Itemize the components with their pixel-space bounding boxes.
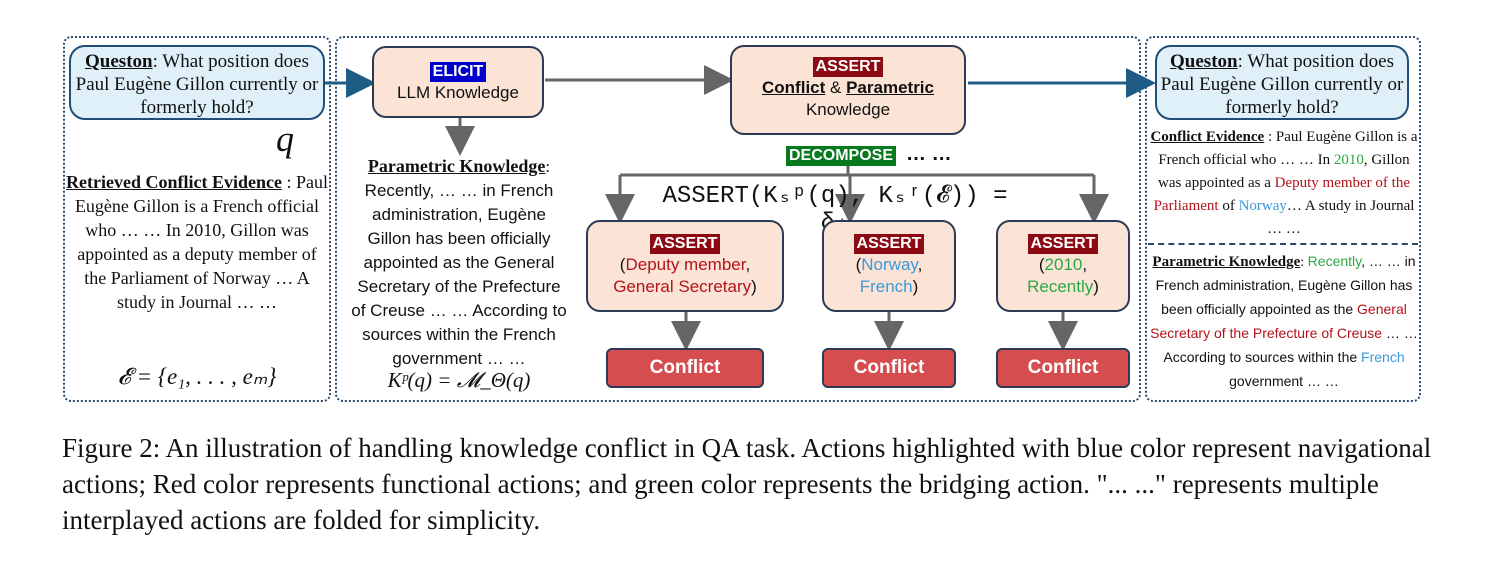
right-parametric-p0: : — [1300, 255, 1308, 270]
question-box-left: Queston: What position does Paul Eugène … — [69, 45, 325, 120]
assert-node-2-comma: , — [917, 255, 923, 274]
question-right-label: Queston — [1170, 51, 1238, 72]
assert-node-1-a: Deputy member — [625, 255, 746, 274]
assert-top-knowledge: Knowledge — [805, 100, 891, 119]
assert-node-1-close: ) — [751, 277, 757, 296]
evidence-formula: 𝓔 = {e₁, . . . , eₘ} — [117, 364, 277, 389]
retrieved-evidence: Retrieved Conflict Evidence : Paul Eugèn… — [66, 170, 328, 314]
decompose-dots: … … — [906, 143, 952, 165]
evidence-label: Retrieved Conflict Evidence — [66, 172, 282, 192]
right-evidence-2010: 2010 — [1333, 152, 1364, 168]
right-parametric-label: Parametric Knowledge — [1152, 254, 1301, 270]
q-symbol: q — [276, 119, 294, 159]
right-evidence-p2: , Gillon was appointed as a — [1157, 152, 1410, 191]
parametric-text: Recently, … … in French administration, … — [351, 181, 567, 368]
middle-panel — [335, 36, 1141, 402]
assert-node-2-close: ) — [912, 277, 919, 296]
assert-node-3: ASSERT (2010, Recently) — [996, 220, 1130, 312]
assert-node-2: ASSERT (Norway, French) — [822, 220, 956, 312]
right-evidence-p1: : Paul Eugène Gillon is a French officia… — [1158, 129, 1418, 168]
parametric-knowledge: Parametric Knowledge: Recently, … … in F… — [348, 154, 570, 371]
parametric-formula: Kᵖ(q) = 𝓜_Θ(q) — [387, 368, 531, 392]
question-right-text: : What position does Paul Eugène Gillon … — [1160, 51, 1404, 118]
assert-top-tag: ASSERT — [812, 57, 884, 77]
assert-node-3-tag: ASSERT — [1027, 234, 1099, 254]
question-box-right: Queston: What position does Paul Eugène … — [1155, 45, 1409, 120]
assert-node-3-close: ) — [1093, 277, 1099, 296]
assert-node-2-b: French — [859, 277, 913, 296]
parametric-sep: : — [545, 157, 551, 176]
right-parametric-p3: government … … — [1229, 373, 1339, 389]
right-parametric-p1: , … … in French administration, Eugène G… — [1155, 253, 1416, 317]
decompose-label: DECOMPOSE … … — [786, 143, 952, 166]
assert-node-2-a: Norway — [861, 255, 918, 274]
question-label: Queston — [85, 51, 153, 72]
assert-node-3-comma: , — [1082, 255, 1088, 274]
question-text: : What position does Paul Eugène Gillon … — [75, 51, 319, 118]
right-parametric-gensec: General Secretary of the Prefecture of C… — [1150, 301, 1407, 341]
conflict-box-3: Conflict — [996, 348, 1130, 388]
assert-node-1-open: ( — [619, 255, 626, 274]
assert-top-amp: & — [825, 78, 847, 97]
assert-node-1-b: General Secretary — [613, 277, 752, 296]
right-evidence-p3: of — [1218, 198, 1239, 214]
right-evidence-deputy: Deputy member of the Parliament — [1153, 175, 1410, 214]
left-panel — [63, 36, 331, 402]
assert-node-1-comma: , — [745, 255, 751, 274]
parametric-label: Parametric Knowledge — [367, 156, 546, 176]
right-evidence-p4: … A study in Journal … … — [1267, 198, 1415, 237]
assert-node-3-a: 2010 — [1044, 255, 1083, 274]
right-panel-divider — [1148, 243, 1418, 245]
right-parametric-french: French — [1361, 349, 1405, 365]
right-parametric-knowledge: Parametric Knowledge: Recently, … … in F… — [1150, 250, 1418, 394]
elicit-text: LLM Knowledge — [397, 83, 519, 102]
assert-node-2-tag: ASSERT — [853, 234, 925, 254]
elicit-node: ELICIT LLM Knowledge — [372, 46, 544, 118]
assert-node-1-tag: ASSERT — [649, 234, 721, 254]
decompose-tag: DECOMPOSE — [786, 146, 897, 166]
right-evidence-label: Conflict Evidence — [1150, 129, 1265, 145]
conflict-box-2: Conflict — [822, 348, 956, 388]
assert-top-parametric: Parametric — [846, 78, 934, 97]
evidence-sep: : — [281, 172, 292, 192]
right-conflict-evidence: Conflict Evidence : Paul Eugène Gillon i… — [1150, 126, 1418, 241]
assert-top-node: ASSERT Conflict & Parametric Knowledge — [730, 45, 966, 135]
figure-caption: Figure 2: An illustration of handling kn… — [62, 433, 1432, 535]
right-evidence-norway: Norway — [1238, 198, 1287, 214]
assert-node-1: ASSERT (Deputy member, General Secretary… — [586, 220, 784, 312]
right-parametric-p2: … … According to sources within the — [1163, 325, 1418, 365]
conflict-box-1: Conflict — [606, 348, 764, 388]
assert-top-conflict: Conflict — [762, 78, 826, 97]
assert-node-3-open: ( — [1038, 255, 1045, 274]
elicit-tag: ELICIT — [429, 62, 487, 82]
assert-node-2-open: ( — [855, 255, 862, 274]
evidence-text: Paul Eugène Gillon is a French official … — [74, 172, 328, 312]
assert-node-3-b: Recently — [1027, 277, 1094, 296]
right-panel — [1145, 36, 1421, 402]
right-parametric-recently: Recently — [1307, 253, 1362, 269]
